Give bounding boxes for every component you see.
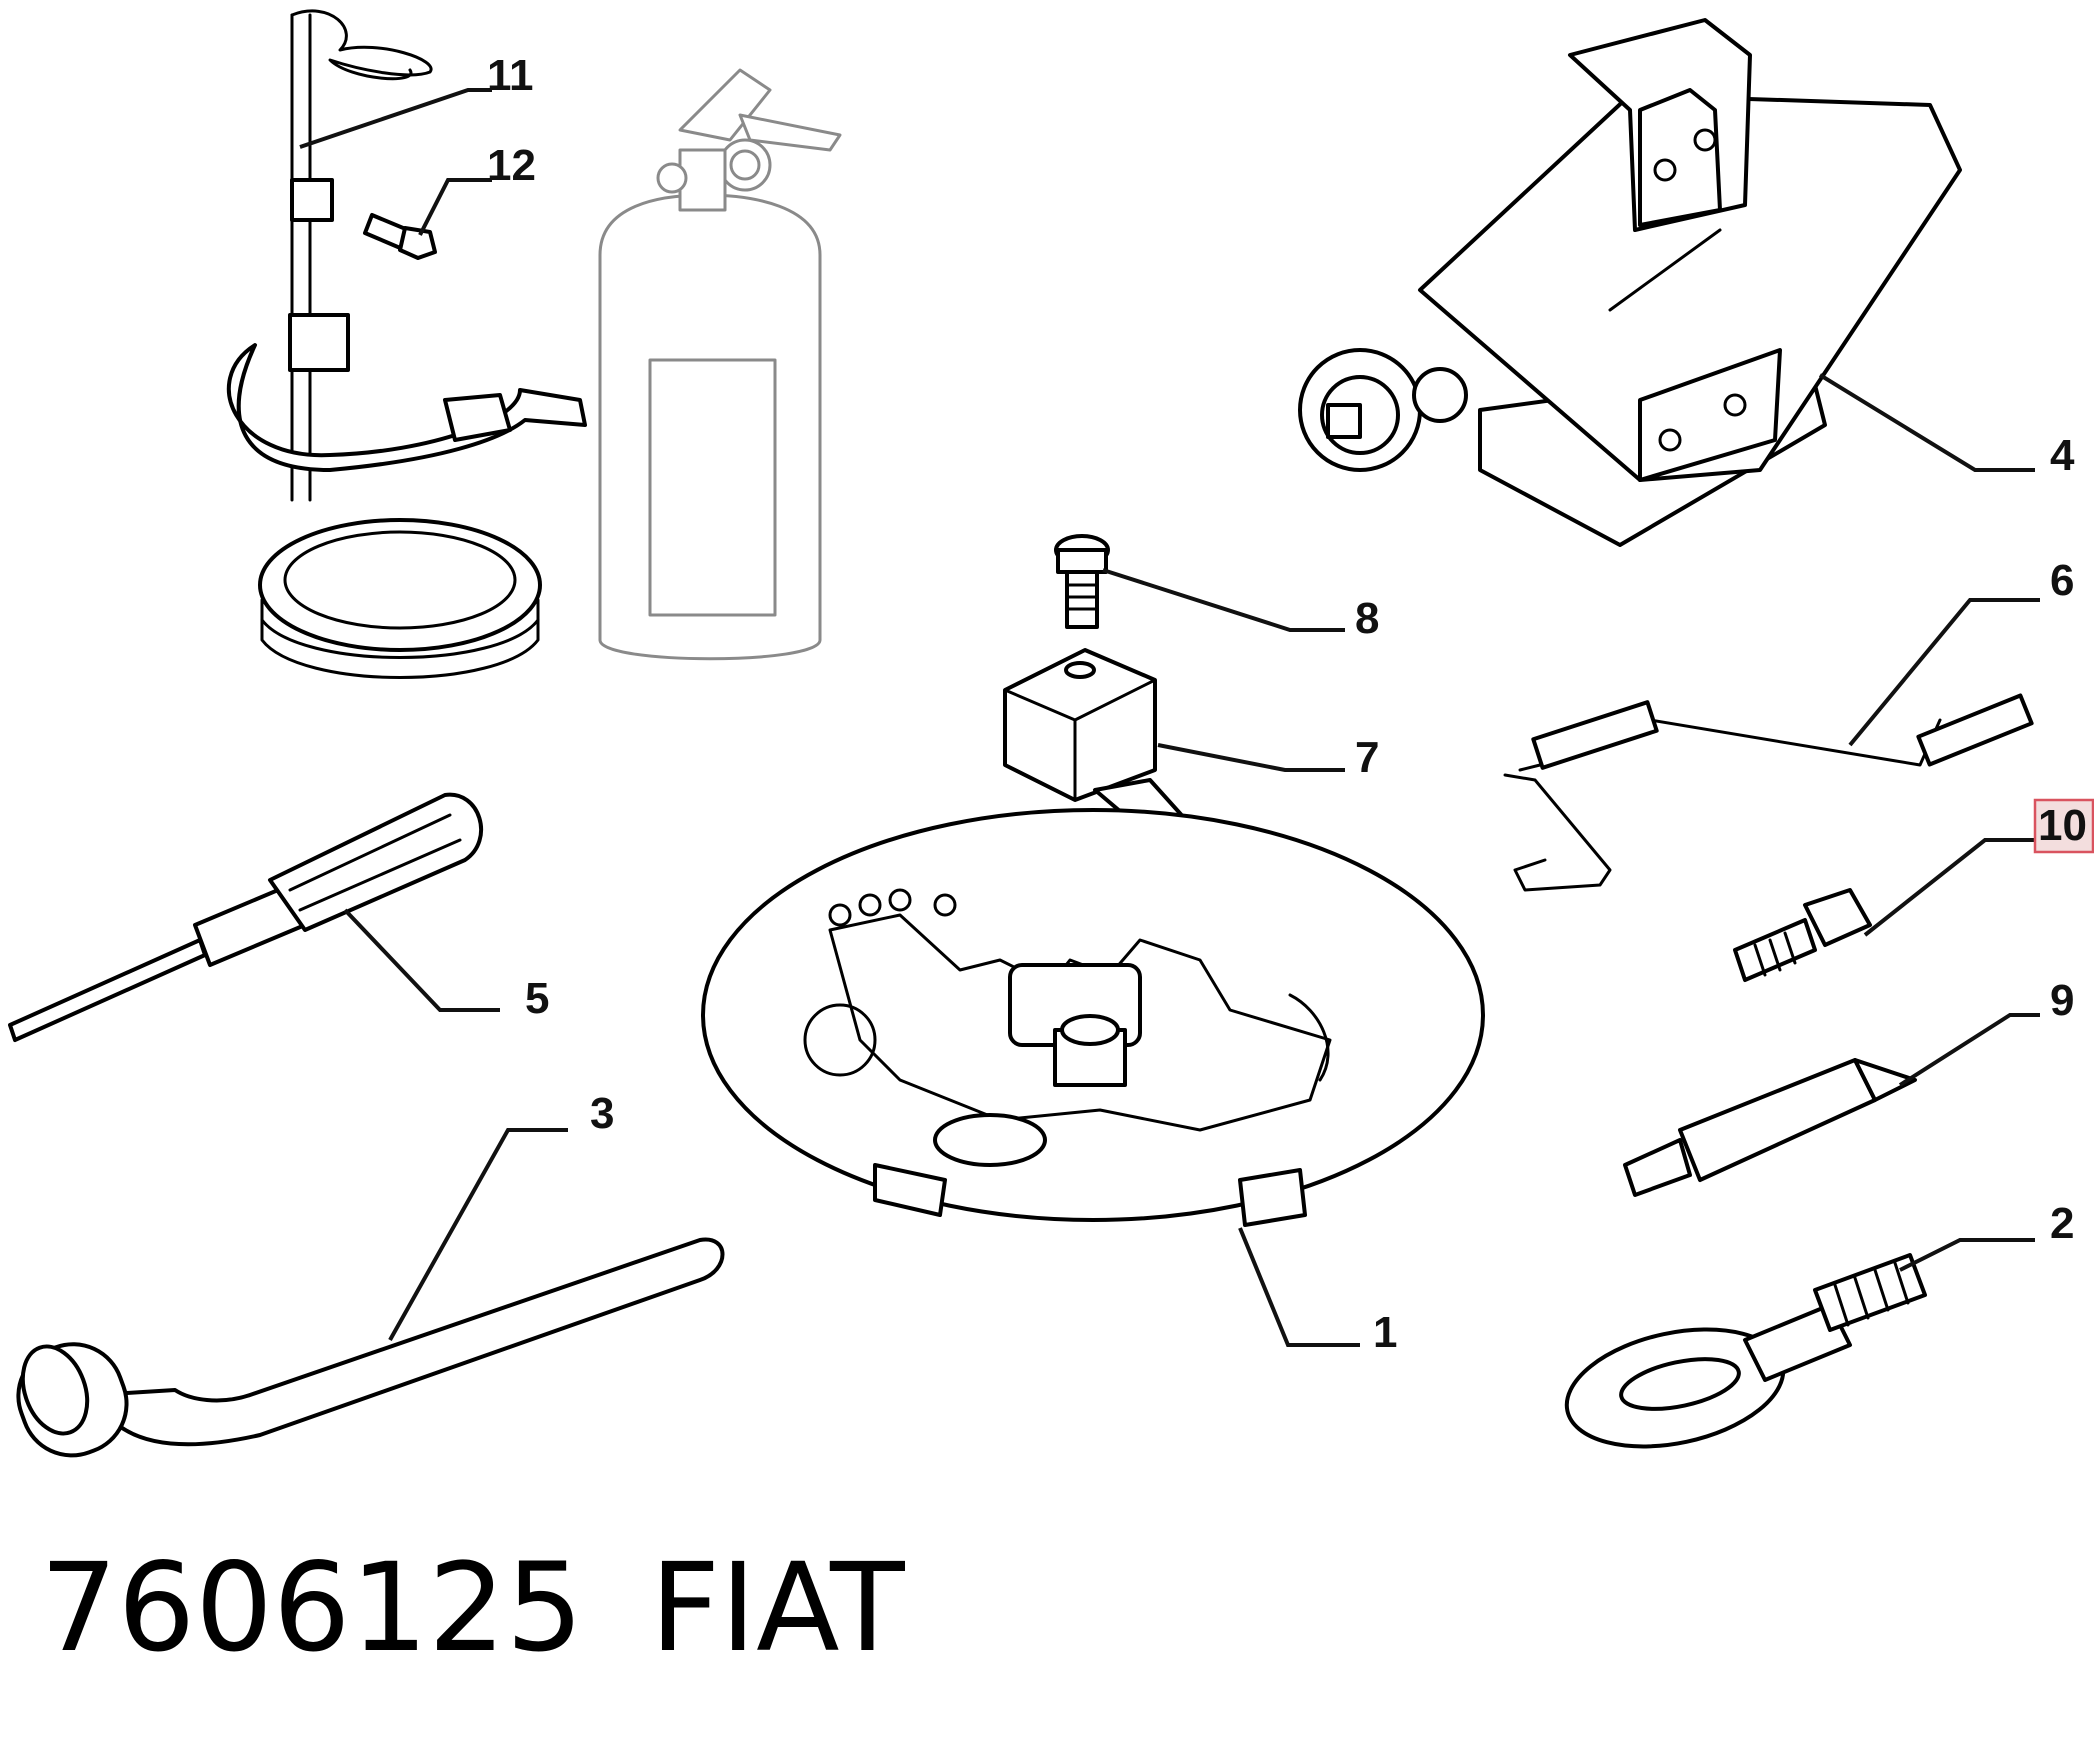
callout-3[interactable]: 3 [590,1089,614,1138]
callout-1[interactable]: 1 [1373,1308,1397,1357]
callout-10[interactable]: 10 [2038,801,2087,850]
part-11-bracket-drawing [226,9,587,679]
callout-12[interactable]: 12 [487,141,536,190]
part-2-towing-eye-drawing [1564,1253,1927,1449]
callout-8[interactable]: 8 [1355,594,1379,643]
callout-9[interactable]: 9 [2050,976,2074,1025]
part-9-spindle-drawing [1623,1058,1917,1197]
fire-extinguisher-drawing [598,68,842,661]
leader-9 [1898,1013,2040,1087]
callout-2[interactable]: 2 [2050,1199,2074,1248]
leader-11 [299,88,492,149]
leader-10 [1863,838,2035,937]
part-5-screwdriver-drawing [8,792,483,1042]
brand-label: FIAT [650,1537,905,1679]
callout-11[interactable]: 11 [487,51,534,100]
leader-5 [343,908,500,1012]
leader-6 [1848,598,2040,747]
leader-4 [1818,373,2035,472]
leader-12 [418,178,492,236]
callout-10-highlight [2033,798,2094,854]
leader-7 [1157,743,1345,772]
part-6-crank-handle-drawing [1503,693,2034,892]
callout-5[interactable]: 5 [525,974,549,1023]
leader-1 [1238,1227,1360,1347]
part-8-bolt-drawing [1054,534,1110,629]
leader-8 [1102,568,1345,632]
callout-4[interactable]: 4 [2050,431,2075,480]
leader-3 [388,1128,568,1341]
part-10-stud-drawing [1733,888,1872,982]
part-1-tray-drawing [701,808,1485,1227]
callout-labels: 11 12 4 6 8 7 10 9 5 3 2 1 [487,51,2087,1357]
part-3-wheel-wrench-drawing [16,1237,725,1458]
callout-6[interactable]: 6 [2050,556,2074,605]
footer: 7606125 FIAT [40,1537,905,1679]
part-12-screw-drawing [363,213,437,260]
leader-lines [299,88,2040,1347]
callout-7[interactable]: 7 [1355,733,1379,782]
leader-2 [1899,1238,2035,1272]
part-number: 7606125 [40,1537,583,1679]
part-4-scissor-jack-drawing [1298,18,1962,547]
